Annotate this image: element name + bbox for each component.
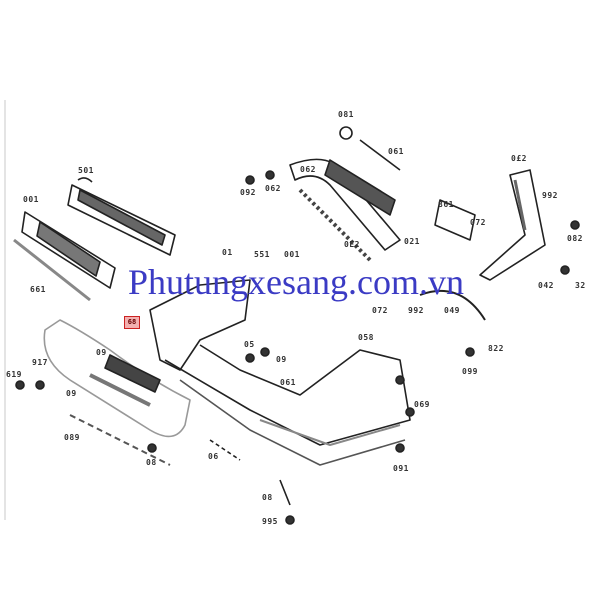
part-label: 501 xyxy=(78,166,94,175)
part-label: 072 xyxy=(470,218,486,227)
part-label: 092 xyxy=(240,188,256,197)
part-label: 021 xyxy=(404,237,420,246)
part-label: 062 xyxy=(300,165,316,174)
part-label: 551 xyxy=(254,250,270,259)
part-label: 042 xyxy=(538,281,554,290)
part-label: 001 xyxy=(23,195,39,204)
part-label: 09 xyxy=(276,355,287,364)
part-label: 072 xyxy=(372,306,388,315)
part-label: 001 xyxy=(284,250,300,259)
part-label: 061 xyxy=(388,147,404,156)
part-label: 08 xyxy=(262,493,273,502)
part-label: 917 xyxy=(32,358,48,367)
part-label: 0£2 xyxy=(511,154,527,163)
grille-left xyxy=(13,211,116,302)
part-label: 049 xyxy=(444,306,460,315)
part-label: 058 xyxy=(358,333,374,342)
part-label: 992 xyxy=(408,306,424,315)
part-label: 822 xyxy=(488,344,504,353)
clip-strip xyxy=(209,439,241,461)
part-label: 08 xyxy=(146,458,157,467)
side-bracket xyxy=(419,169,546,321)
part-label: 099 xyxy=(462,367,478,376)
part-label: 09 xyxy=(96,348,107,357)
part-label: 091 xyxy=(393,464,409,473)
part-label: 01 xyxy=(222,248,233,257)
bolt xyxy=(279,479,291,506)
grille-center xyxy=(67,177,176,256)
highlighted-part-label: 68 xyxy=(124,316,140,329)
part-label: 061 xyxy=(280,378,296,387)
part-label: 861 xyxy=(438,200,454,209)
part-label: 069 xyxy=(414,400,430,409)
part-label: 0E2 xyxy=(344,240,360,249)
watermark: Phutungxesang.com.vn xyxy=(128,262,464,302)
part-label: 992 xyxy=(542,191,558,200)
front-bumper-cover xyxy=(43,319,191,466)
fasteners xyxy=(15,170,580,525)
part-label: 995 xyxy=(262,517,278,526)
part-label: 081 xyxy=(338,110,354,119)
reinforcement-bar xyxy=(289,126,401,262)
part-label: 32 xyxy=(575,281,586,290)
part-label: 619 xyxy=(6,370,22,379)
part-label: 661 xyxy=(30,285,46,294)
part-label: 062 xyxy=(265,184,281,193)
part-label: 06 xyxy=(208,452,219,461)
main-bumper xyxy=(149,279,411,466)
part-label: 09 xyxy=(66,389,77,398)
part-label: 089 xyxy=(64,433,80,442)
part-label: 082 xyxy=(567,234,583,243)
part-label: 05 xyxy=(244,340,255,349)
